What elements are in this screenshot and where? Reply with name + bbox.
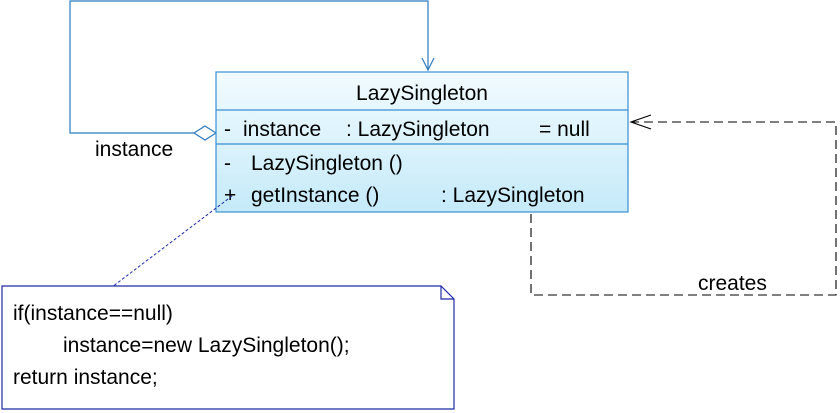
- self-association-arrowhead: [421, 57, 435, 72]
- self-association[interactable]: [69, 0, 435, 141]
- class-name: LazySingleton: [356, 82, 488, 105]
- note-line-2: instance=new LazySingleton();: [63, 334, 350, 357]
- attribute-default: = null: [539, 118, 590, 141]
- note-link: [111, 195, 233, 288]
- note-folded-corner: [440, 286, 454, 300]
- operation-2-return: : LazySingleton: [441, 184, 585, 207]
- operation-2-name: getInstance (): [251, 184, 379, 207]
- note-line-3: return instance;: [13, 366, 158, 389]
- note-line-1: if(instance==null): [13, 302, 173, 325]
- code-note[interactable]: if(instance==null) instance=new LazySing…: [1, 285, 455, 410]
- dependency-label: creates: [698, 272, 767, 295]
- operation-2-visibility: +: [224, 184, 236, 207]
- self-association-role-label: instance: [95, 138, 173, 161]
- attribute-visibility: -: [224, 118, 231, 141]
- class-lazysingleton[interactable]: LazySingleton - instance : LazySingleton…: [215, 71, 629, 213]
- attribute-type: : LazySingleton: [346, 118, 490, 141]
- operation-1-name: LazySingleton (): [251, 152, 403, 175]
- dependency-arrowhead: [629, 114, 652, 130]
- dependency-creates[interactable]: [530, 114, 837, 296]
- aggregation-diamond: [192, 125, 218, 141]
- operation-1-visibility: -: [224, 152, 231, 175]
- attribute-name: instance: [243, 118, 321, 141]
